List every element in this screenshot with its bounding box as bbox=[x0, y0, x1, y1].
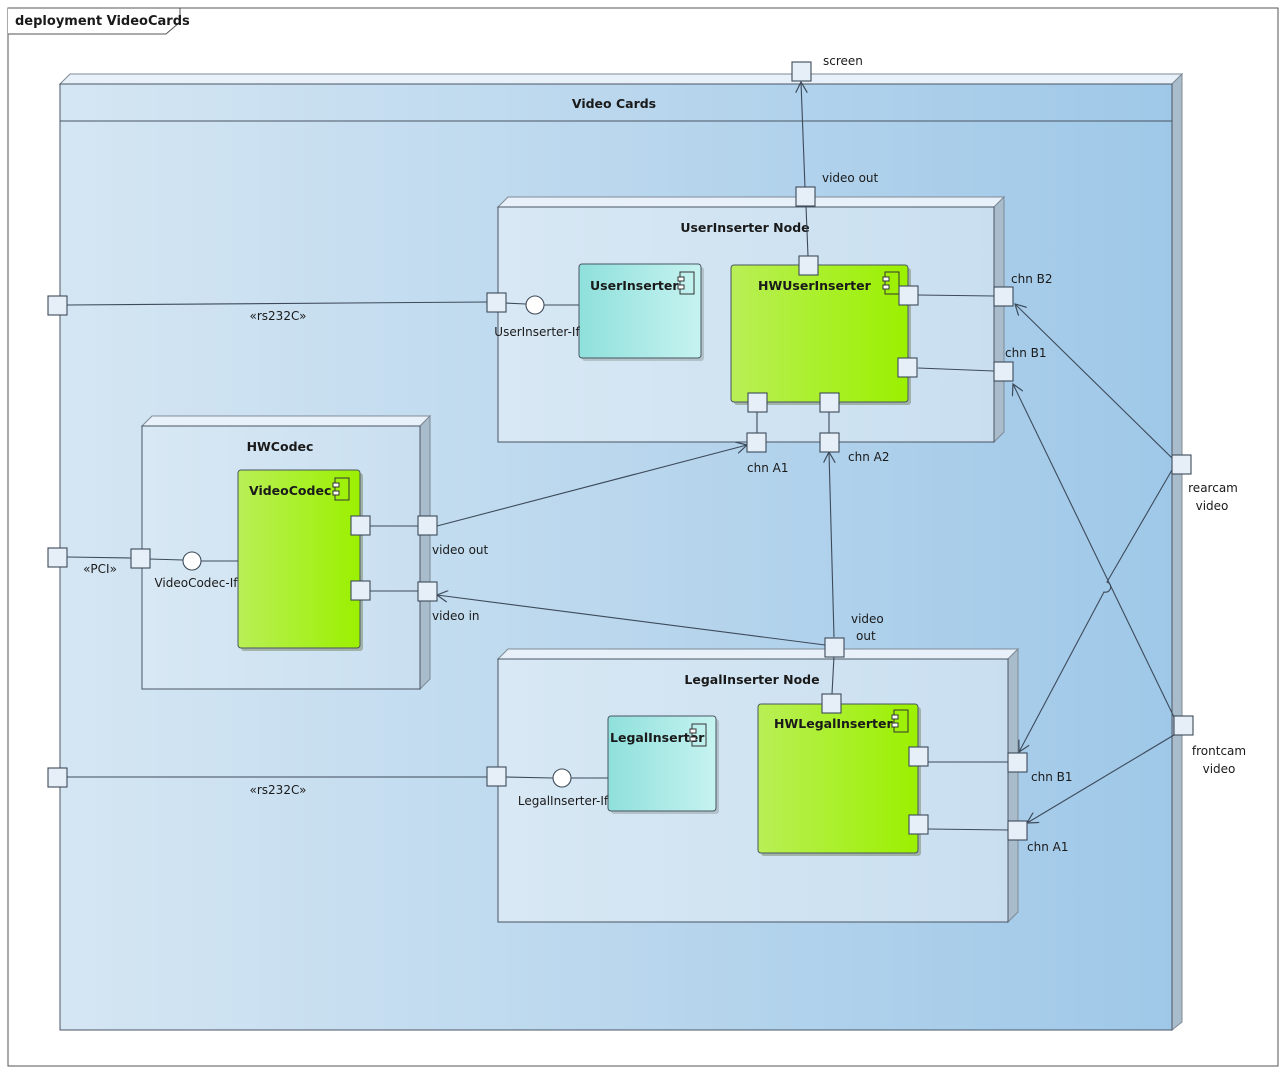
label-ui-chn-b1: chn B1 bbox=[1005, 346, 1047, 360]
component-icon bbox=[332, 477, 350, 501]
link-frontcam-a1[interactable] bbox=[1027, 734, 1175, 823]
label-ui-chn-a2: chn A2 bbox=[848, 450, 889, 464]
user-inserter-if-icon[interactable] bbox=[525, 295, 545, 315]
ports bbox=[47, 61, 1194, 841]
node-hwcodec-title: HWCodec bbox=[247, 439, 314, 454]
port-vc-rs232c-top[interactable] bbox=[47, 295, 68, 316]
link-screen[interactable] bbox=[801, 82, 805, 189]
port-hwli-right-1[interactable] bbox=[908, 746, 929, 767]
component-icon bbox=[689, 723, 707, 747]
label-rs232c-top: «rs232C» bbox=[250, 309, 307, 323]
label-li-chn-b1: chn B1 bbox=[1031, 770, 1073, 784]
port-hwui-top[interactable] bbox=[798, 255, 819, 276]
port-li-video-out[interactable] bbox=[824, 637, 845, 658]
port-hwui-bottom-1[interactable] bbox=[747, 392, 768, 413]
port-li-rs232c[interactable] bbox=[486, 766, 507, 787]
frame-title-tab bbox=[8, 7, 181, 35]
component-hw-legal-inserter[interactable]: HWLegalInserter bbox=[757, 703, 921, 856]
component-legal-inserter[interactable]: LegalInserter bbox=[607, 715, 719, 814]
port-rearcam-video[interactable] bbox=[1171, 454, 1192, 475]
port-ui-chn-b1[interactable] bbox=[993, 361, 1014, 382]
label-user-inserter-if: UserInserter-If bbox=[494, 325, 580, 339]
label-pci: «PCI» bbox=[83, 562, 117, 576]
port-li-chn-b1[interactable] bbox=[1007, 752, 1028, 773]
port-ui-chn-a2[interactable] bbox=[819, 432, 840, 453]
label-rearcam-2: video bbox=[1196, 499, 1229, 513]
link-rearcam-li-b1[interactable] bbox=[1019, 469, 1173, 752]
port-vcodec-right-2[interactable] bbox=[350, 580, 371, 601]
component-hw-legal-inserter-title: HWLegalInserter bbox=[774, 716, 893, 731]
label-ui-chn-a1: chn A1 bbox=[747, 461, 788, 475]
port-ui-chn-a1[interactable] bbox=[746, 432, 767, 453]
port-hwui-bottom-2[interactable] bbox=[819, 392, 840, 413]
link-li-iface[interactable] bbox=[504, 776, 554, 779]
label-ui-chn-b2: chn B2 bbox=[1011, 272, 1053, 286]
link-pci[interactable] bbox=[66, 556, 132, 559]
component-user-inserter-title: UserInserter bbox=[590, 278, 679, 293]
link-codec-iface[interactable] bbox=[148, 558, 184, 561]
link-hwli-up[interactable] bbox=[831, 655, 835, 695]
link-li-to-codec-in[interactable] bbox=[437, 595, 826, 646]
node-legal-inserter[interactable]: LegalInserter Node bbox=[496, 647, 1020, 924]
component-video-codec-title: VideoCodec bbox=[249, 483, 331, 498]
component-hw-user-inserter[interactable]: HWUserInserter bbox=[730, 264, 911, 405]
label-legal-inserter-if: LegalInserter-If bbox=[518, 794, 609, 808]
link-hwui-out-up[interactable] bbox=[805, 205, 809, 257]
legal-inserter-if-icon[interactable] bbox=[552, 768, 572, 788]
video-codec-if-icon[interactable] bbox=[182, 551, 202, 571]
port-li-chn-a1[interactable] bbox=[1007, 820, 1028, 841]
port-codec-pci[interactable] bbox=[130, 548, 151, 569]
port-vc-rs232c-bottom[interactable] bbox=[47, 767, 68, 788]
component-icon bbox=[677, 271, 695, 295]
label-frontcam-2: video bbox=[1203, 762, 1236, 776]
frame-title: deployment VideoCards bbox=[15, 14, 190, 29]
interfaces bbox=[182, 295, 572, 788]
link-hwui-b1[interactable] bbox=[917, 367, 995, 372]
label-screen: screen bbox=[823, 54, 863, 68]
link-hwli-a1[interactable] bbox=[927, 828, 1009, 831]
component-icon bbox=[891, 709, 909, 733]
link-li-to-a2[interactable] bbox=[829, 452, 834, 638]
port-codec-video-in[interactable] bbox=[417, 581, 438, 602]
node-legal-inserter-title: LegalInserter Node bbox=[684, 672, 819, 687]
component-icon bbox=[882, 271, 900, 295]
port-hwui-right-2[interactable] bbox=[897, 357, 918, 378]
label-video-codec-if: VideoCodec-If bbox=[154, 576, 238, 590]
node-video-cards-title: Video Cards bbox=[572, 96, 656, 111]
link-rs232c-top[interactable] bbox=[66, 301, 488, 306]
component-hw-user-inserter-title: HWUserInserter bbox=[758, 278, 872, 293]
port-screen[interactable] bbox=[791, 61, 812, 82]
label-codec-video-in: video in bbox=[432, 609, 480, 623]
connectors bbox=[66, 82, 1175, 831]
labels: screen video out «rs232C» UserInserter-I… bbox=[83, 54, 1246, 854]
port-codec-video-out[interactable] bbox=[417, 515, 438, 536]
component-user-inserter[interactable]: UserInserter bbox=[578, 263, 704, 361]
port-ui-chn-b2[interactable] bbox=[993, 286, 1014, 307]
link-frontcam-b1[interactable] bbox=[1013, 384, 1175, 718]
link-codec-to-a1[interactable] bbox=[436, 445, 747, 527]
node-user-inserter-title: UserInserter Node bbox=[680, 220, 809, 235]
component-legal-inserter-title: LegalInserter bbox=[610, 730, 705, 745]
label-li-video-out-1: video bbox=[851, 612, 884, 626]
label-li-chn-a1: chn A1 bbox=[1027, 840, 1068, 854]
label-frontcam-1: frontcam bbox=[1192, 744, 1246, 758]
port-vcodec-right-1[interactable] bbox=[350, 515, 371, 536]
label-li-video-out-2: out bbox=[856, 629, 876, 643]
label-ui-video-out: video out bbox=[822, 171, 879, 185]
port-hwui-right-1[interactable] bbox=[898, 285, 919, 306]
port-vc-pci[interactable] bbox=[47, 547, 68, 568]
label-rs232c-bottom: «rs232C» bbox=[250, 783, 307, 797]
label-rearcam-1: rearcam bbox=[1188, 481, 1238, 495]
port-ui-video-out[interactable] bbox=[795, 186, 816, 207]
component-video-codec[interactable]: VideoCodec bbox=[237, 469, 363, 651]
port-frontcam-video[interactable] bbox=[1173, 715, 1194, 736]
link-ui-iface[interactable] bbox=[504, 302, 527, 305]
port-ui-rs232c[interactable] bbox=[486, 292, 507, 313]
port-hwli-top[interactable] bbox=[821, 693, 842, 714]
label-codec-video-out: video out bbox=[432, 543, 489, 557]
link-rearcam-b2[interactable] bbox=[1015, 304, 1173, 459]
link-hwui-b2[interactable] bbox=[917, 294, 995, 297]
port-hwli-right-2[interactable] bbox=[908, 814, 929, 835]
